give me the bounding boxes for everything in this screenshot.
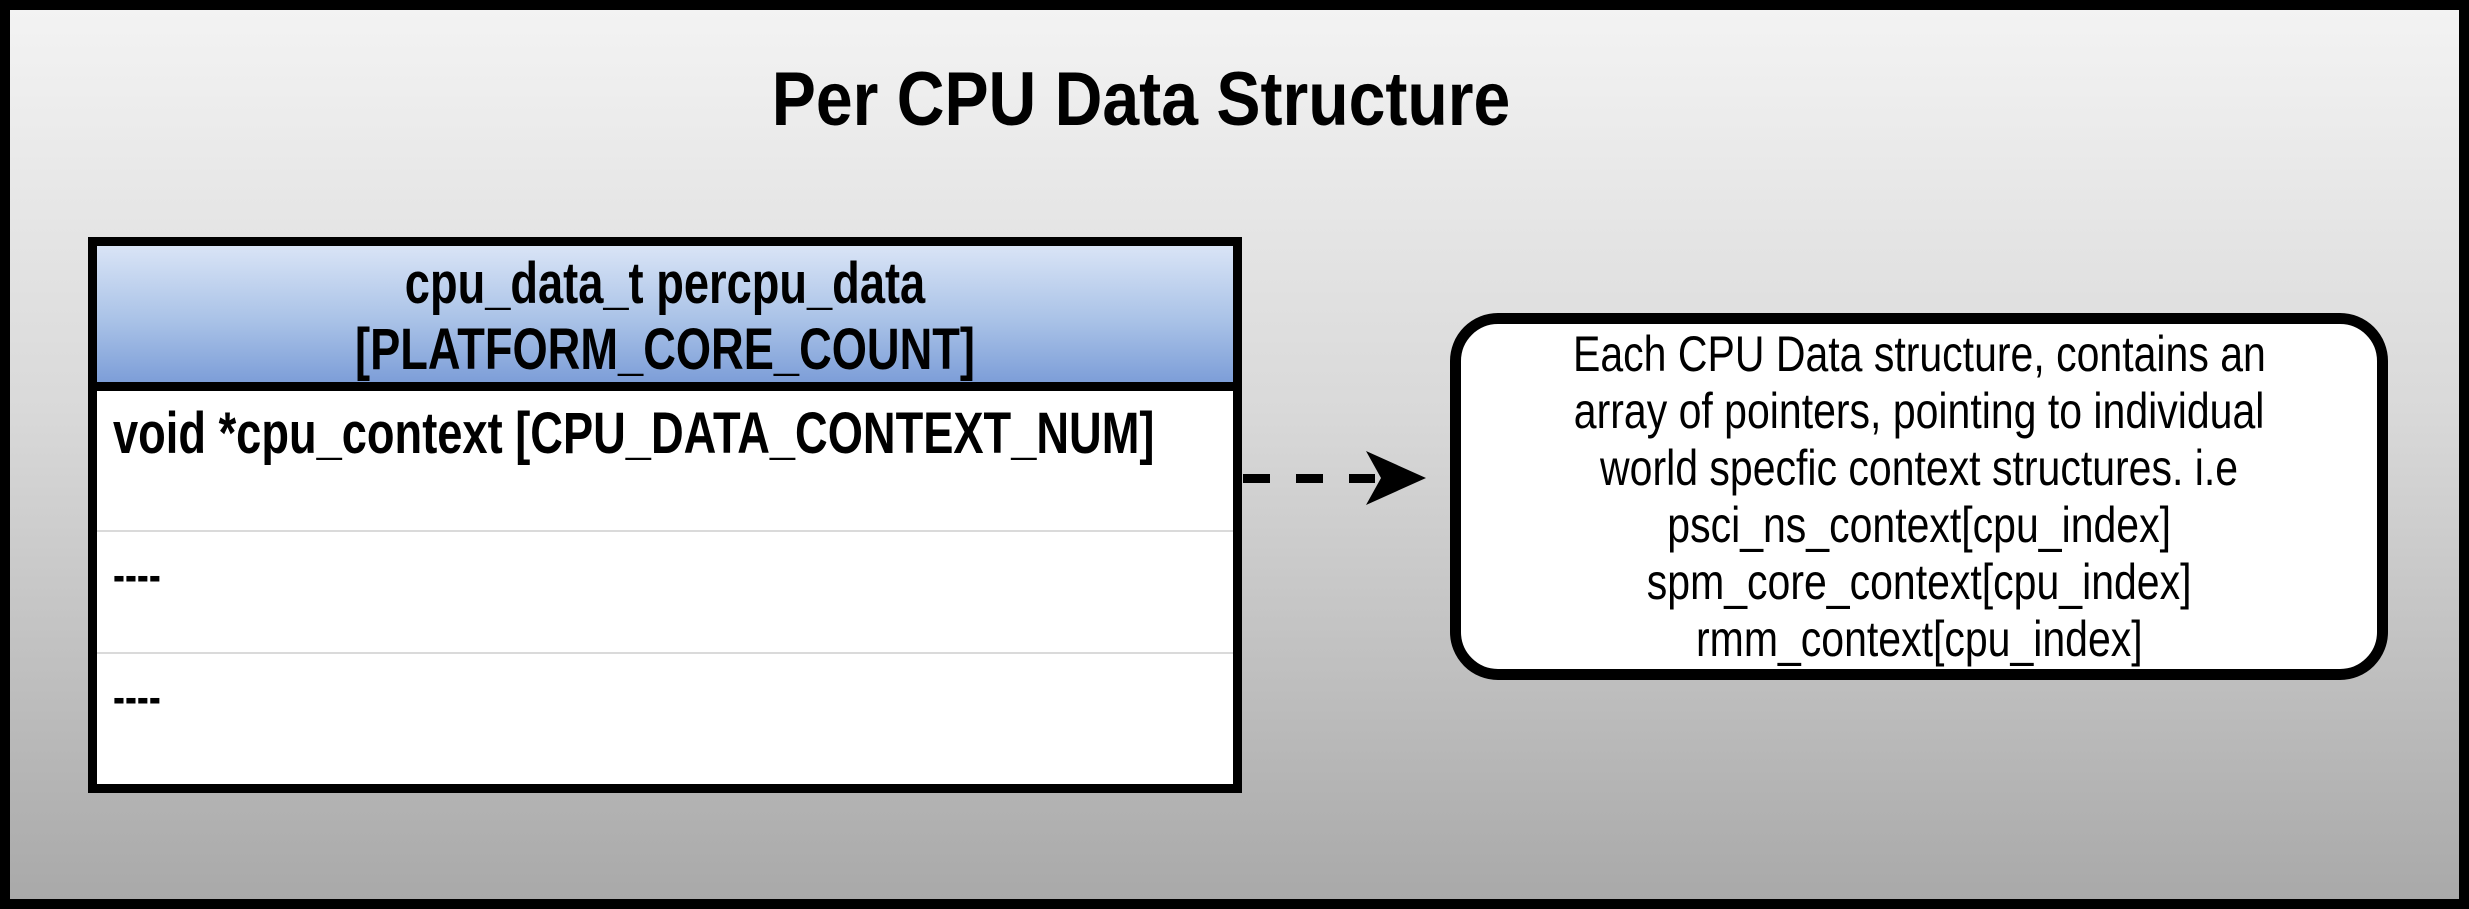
row-label: ---- <box>113 671 161 723</box>
annotation-line: Each CPU Data structure, contains an <box>1572 325 2266 382</box>
row-label: ---- <box>113 549 161 601</box>
table-header: cpu_data_t percpu_data [PLATFORM_CORE_CO… <box>97 246 1233 391</box>
dashed-connector-line <box>1243 474 1375 483</box>
annotation-line: array of pointers, pointing to individua… <box>1573 382 2265 439</box>
diagram-title: Per CPU Data Structure <box>771 57 1511 142</box>
annotation-line: rmm_context[cpu_index] <box>1695 610 2143 667</box>
annotation-line: world specfic context structures. i.e <box>1599 439 2239 496</box>
annotation-line: spm_core_context[cpu_index] <box>1646 553 2192 610</box>
table-row: ---- <box>97 652 1233 771</box>
table-header-line1: cpu_data_t percpu_data <box>404 251 926 316</box>
row-label: void *cpu_context [CPU_DATA_CONTEXT_NUM] <box>113 401 1155 466</box>
table-header-text: cpu_data_t percpu_data [PLATFORM_CORE_CO… <box>222 251 1108 383</box>
cpu-data-table: cpu_data_t percpu_data [PLATFORM_CORE_CO… <box>88 237 1242 793</box>
table-header-line2: [PLATFORM_CORE_COUNT] <box>355 317 975 382</box>
annotation-line: psci_ns_context[cpu_index] <box>1667 496 2171 553</box>
arrowhead-icon <box>1366 451 1426 505</box>
table-row: ---- <box>97 530 1233 652</box>
annotation-box: Each CPU Data structure, contains an arr… <box>1450 313 2388 680</box>
table-row: void *cpu_context [CPU_DATA_CONTEXT_NUM] <box>97 391 1233 530</box>
